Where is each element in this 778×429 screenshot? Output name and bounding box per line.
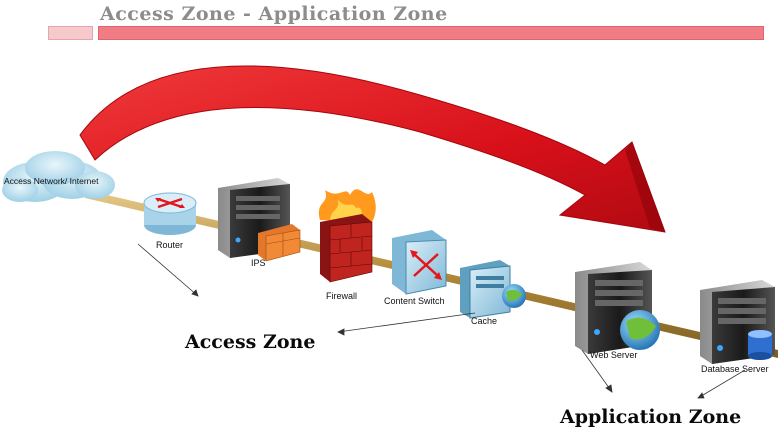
content-switch-label: Content Switch — [384, 296, 445, 306]
router-label: Router — [156, 240, 184, 250]
cache-label: Cache — [471, 316, 498, 326]
web-server-label: Web Server — [590, 350, 638, 360]
cache-server-icon — [460, 260, 511, 319]
router-icon — [143, 192, 197, 235]
diagram-title: Access Zone - Application Zone — [100, 3, 448, 25]
cloud-label: Access Network/ Internet — [4, 176, 99, 186]
zone-pointer-lines — [137, 243, 746, 399]
access-zone-label: Access Zone — [185, 331, 316, 353]
ips-wall-icon — [258, 224, 301, 262]
cache-globe-icon — [502, 284, 526, 308]
firewall-label: Firewall — [326, 291, 358, 301]
application-zone-label: Application Zone — [560, 406, 742, 428]
firewall-icon — [318, 189, 376, 283]
title-bar-accent-long — [98, 26, 764, 40]
database-cylinder-icon — [748, 330, 772, 360]
flow-arrow — [79, 65, 666, 233]
ips-label: IPS — [251, 258, 266, 268]
cloud-icon — [2, 151, 115, 202]
title-bar-accent-small — [48, 26, 93, 40]
database-server-label: Database Server — [701, 364, 769, 374]
content-switch-icon — [392, 230, 447, 295]
web-globe-icon — [620, 310, 660, 350]
